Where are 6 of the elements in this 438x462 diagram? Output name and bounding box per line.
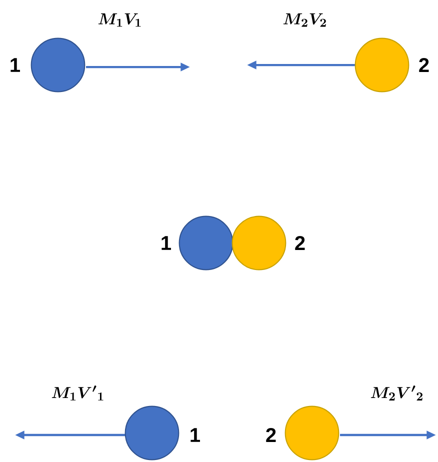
ball-number: 2 bbox=[266, 428, 276, 442]
ball-number: 2 bbox=[295, 236, 305, 250]
ball-number: 2 bbox=[419, 58, 429, 72]
ball-number: 1 bbox=[10, 58, 20, 72]
ball-number: 1 bbox=[190, 428, 200, 442]
ball-number: 1 bbox=[162, 236, 171, 250]
